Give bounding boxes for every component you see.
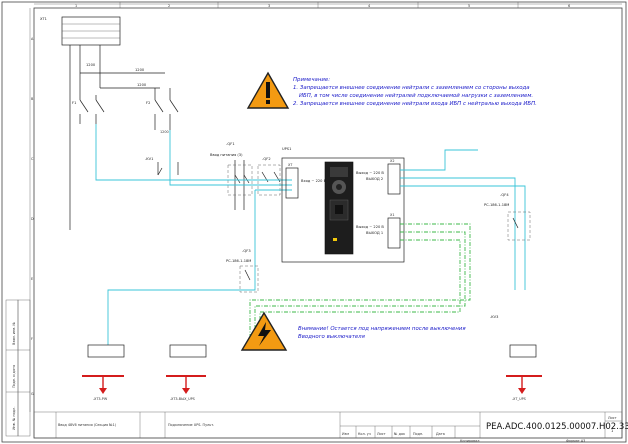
cable-label-top: 1200 [86, 63, 96, 67]
sheet-number: 1 [611, 429, 613, 433]
breaker-qf1-label: -QF1 [226, 142, 235, 146]
stamp-cell: Кол. уч [358, 432, 371, 436]
title-col-left: Ввод 48V6 питания (Секция №1) [58, 423, 117, 427]
voltage-warning-text: Внимание! Остается под напряжением после… [298, 326, 466, 340]
relay-kv1-label: -KV1 [145, 157, 153, 161]
voltage-warning-line: Внимание! Остается под напряжением после… [298, 326, 466, 332]
row-letter: E [31, 277, 33, 281]
column-ruler: 1 2 3 4 5 6 [34, 2, 622, 8]
format-label: Формат А3 [566, 439, 585, 443]
terminal-mid-label: -XT3-ВЫХ_UPS [170, 397, 195, 401]
column-number: 3 [268, 4, 270, 8]
copied-label: Копировал [460, 439, 479, 443]
breaker-qf3-desc: PC-186-1-18M [226, 259, 251, 263]
ups-display [330, 167, 348, 177]
column-number: 6 [568, 4, 570, 8]
relay-kv3-label: -KV3 [490, 315, 498, 319]
ups-out1-label: Выход ~ 220 В [356, 225, 384, 229]
bottom-feeder-left: -XT3-PW [82, 344, 125, 401]
terminal-right-label: -XT_UPS [512, 397, 526, 401]
row-letter: F [31, 337, 33, 341]
row-letter: B [31, 97, 34, 101]
column-number: 4 [368, 4, 370, 8]
notes-warning-icon [246, 71, 290, 109]
ups-out1-terminal [387, 217, 401, 249]
notes-line: ИБП, в том числе соединение нейтралей по… [299, 93, 533, 99]
side-label: Подп. и дата [12, 365, 16, 388]
ups-block-label: X1 [390, 213, 394, 217]
ups-block: UPS1 XT Вход ~ 220 В Выход ~ 220 В ВЫХОД… [281, 147, 405, 263]
column-number: 2 [168, 4, 170, 8]
ups-input-terminal [285, 167, 299, 199]
title-col-mid: Подключение UPS. Пульт. [168, 423, 214, 427]
sheet-label: Лист [608, 416, 617, 420]
cable-label: 1200 [135, 68, 145, 72]
row-letter: C [31, 157, 34, 161]
relay-kv2: -QF2 [257, 157, 281, 196]
fuse-f2-label: F2 [146, 101, 150, 105]
column-number: 1 [75, 4, 77, 8]
stamp-cell: № док [394, 432, 405, 436]
feed-lines: 1200 1200 [69, 62, 165, 230]
breaker-qf1: -QF1 Ввод питания (3) [210, 142, 253, 210]
fuse-f1-label: F1 [72, 101, 76, 105]
relay-kv1: -KV1 [145, 157, 179, 176]
ups-out2-terminal [387, 163, 401, 195]
notes-line: 2. Запрещается внешнее соединение нейтра… [293, 101, 537, 107]
breaker-qf4-label: -QF4 [500, 193, 509, 197]
top-terminal-block: XT1 1200 [40, 16, 121, 67]
notes-block: Примечание: 1. Запрещается внешнее соеди… [293, 77, 537, 107]
cable-label: 1200 [160, 130, 169, 134]
ups-out2-label: Выход ~ 220 В [356, 171, 384, 175]
ups-id: UPS1 [282, 147, 291, 151]
column-number: 5 [468, 4, 470, 8]
terminal-left-label: -XT3-PW [93, 397, 108, 401]
notes-line: 1. Запрещается внешнее соединение нейтра… [293, 85, 530, 91]
ups-block-label: XT [288, 163, 293, 167]
breaker-qf3: -QF3 PC-186-1-18M [226, 249, 259, 293]
stamp-cell: Изм [342, 432, 349, 436]
relay-kv3: -KV3 [490, 315, 498, 319]
relay-kv2-label: -QF2 [262, 157, 271, 161]
row-letter: D [31, 217, 34, 221]
fuse-f1: F1 [72, 95, 105, 124]
document-number: РЕА.ADC.400.0125.00007.Н02.33 [486, 422, 628, 432]
ups-out1-name: ВЫХОД 1 [366, 231, 383, 235]
row-ruler: A B C D E F G [29, 8, 34, 412]
side-stamp: Инв. № подл. Подп. и дата Взам. инв. № [5, 299, 31, 437]
stamp-cell: Подп. [413, 432, 423, 436]
side-label: Инв. № подл. [12, 407, 16, 430]
stamp-cell: Лист [377, 432, 386, 436]
output-wiring [107, 149, 526, 345]
notes-title: Примечание: [293, 77, 330, 83]
stamp-cell: Дата [436, 432, 445, 436]
breaker-qf4-desc: PC-186-1-18M [484, 203, 509, 207]
cable-label: 1200 [137, 83, 147, 87]
fuse-f2: F2 1200 [146, 88, 179, 134]
breaker-qf4: -QF4 PC-186-1-18M [484, 193, 531, 241]
voltage-warning-icon [240, 311, 288, 351]
title-block: Ввод 48V6 питания (Секция №1) Подключени… [33, 411, 628, 443]
bottom-feeder-mid: -XT3-ВЫХ_UPS [166, 344, 207, 401]
breaker-qf3-label: -QF3 [242, 249, 251, 253]
ups-enclosure [281, 157, 405, 263]
top-terminal-label: XT1 [40, 17, 47, 21]
bottom-feeder-right: -XT_UPS [506, 344, 542, 401]
ups-out2-name: ВЫХОД 2 [366, 177, 383, 181]
ups-input-label: Вход ~ 220 В [301, 179, 327, 183]
side-label: Взам. инв. № [12, 322, 16, 345]
row-letter: G [31, 392, 34, 396]
row-letter: A [31, 37, 34, 41]
ups-block-label: X2 [390, 159, 394, 163]
voltage-warning-line: Вводного выключателя [298, 334, 366, 340]
breaker-qf1-desc: Ввод питания (3) [210, 153, 243, 157]
